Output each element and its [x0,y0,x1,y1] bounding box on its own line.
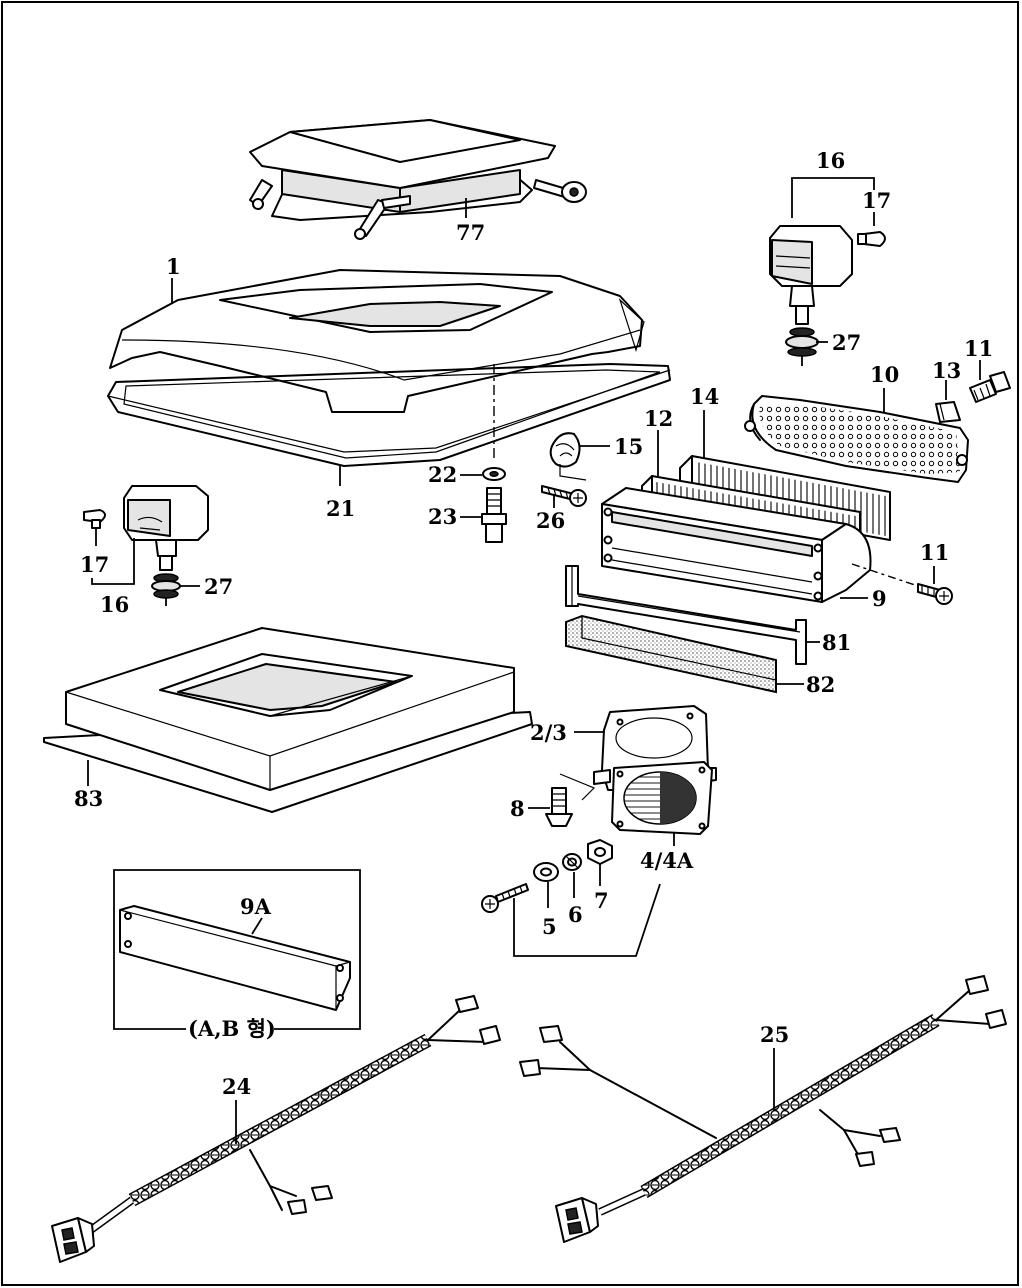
stud-part-23 [481,487,507,543]
harness-part-24 [51,995,501,1263]
callout-9a-note: (A,B 형) [188,1016,276,1041]
callout-27-left: 27 [204,574,233,599]
bracket-16-top [791,177,875,218]
cap-part-15 [549,432,581,468]
bolt-part-8 [545,787,573,827]
callout-5: 5 [542,914,557,939]
cap-screw-link [559,464,587,481]
inset-box-9a [113,869,361,1030]
gasket-part-21 [107,363,671,467]
washer-part-22 [482,467,506,481]
clip-part-13 [935,401,961,423]
callout-9a: 9A [240,894,272,919]
housing-part-9 [601,487,872,603]
callout-4-4a: 4/4A [640,848,694,873]
callout-7: 7 [594,888,609,913]
bolt-speaker-link [559,773,596,801]
screw-part-4-fastener [481,883,529,913]
callout-15: 15 [614,434,643,459]
work-lamp-left-part-16 [123,485,209,606]
callout-2-3: 2/3 [530,720,567,745]
foam-part-82 [565,614,777,694]
callout-11-top: 11 [964,336,993,361]
washer-part-5 [533,862,559,882]
screw-part-26 [541,485,587,507]
bracket-16-left [91,538,135,585]
callout-23: 23 [428,504,457,529]
work-lamp-top-part-16 [769,225,853,366]
speaker-part-4-4a [611,761,713,835]
nut-part-7 [587,839,613,865]
callout-77: 77 [456,220,485,245]
axis-line-11 [851,563,919,587]
callout-21: 21 [326,496,355,521]
bulb-part-17-left [83,509,106,529]
bolt-part-11-bottom [917,583,953,605]
callout-13: 13 [932,358,961,383]
callout-12: 12 [644,406,673,431]
callout-27-top: 27 [832,330,861,355]
callout-1: 1 [166,254,181,279]
callout-10: 10 [870,362,899,387]
callout-16-top: 16 [816,148,845,173]
callout-22: 22 [428,462,457,487]
bracket-4-4a [513,883,661,957]
channel-part-81 [565,565,807,665]
callout-24: 24 [222,1074,251,1099]
lockwasher-part-6 [562,853,582,871]
callout-17-left: 17 [80,552,109,577]
callout-8: 8 [510,796,525,821]
callout-14: 14 [690,384,719,409]
callout-25: 25 [760,1022,789,1047]
bolt-part-11-top [969,371,1011,403]
callout-6: 6 [568,902,583,927]
callout-26: 26 [536,508,565,533]
callout-16-left: 16 [100,592,129,617]
roof-cover-part-1 [109,269,645,413]
screen-part-10 [744,395,969,483]
roof-unit-part-77 [249,119,587,240]
bulb-part-17-top [857,231,886,247]
callout-11-bottom: 11 [920,540,949,565]
roof-frame-part-83 [43,627,533,813]
callout-81: 81 [822,630,851,655]
callout-83: 83 [74,786,103,811]
callout-17-top: 17 [862,188,891,213]
leader-9a [251,917,263,935]
callout-82: 82 [806,672,835,697]
harness-part-25 [519,975,1007,1243]
callout-9: 9 [872,586,887,611]
